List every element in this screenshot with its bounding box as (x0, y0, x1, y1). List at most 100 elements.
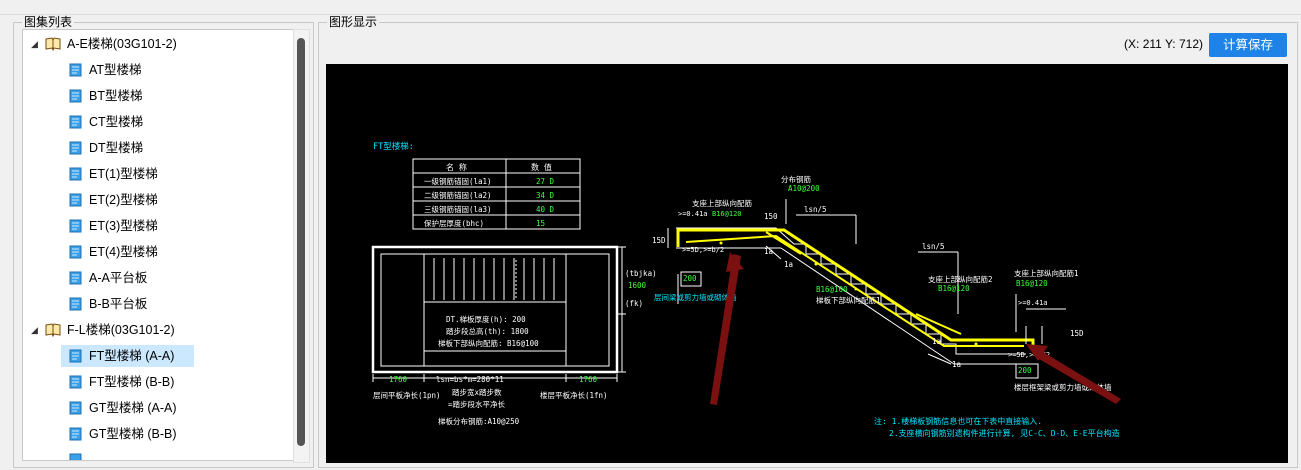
section-top-rebar-1-value: B16@120 (1016, 279, 1048, 288)
tree-item-label: ET(2)型楼梯 (89, 193, 158, 207)
note-1: 注: 1.楼梯板钢筋信息也可在下表中直接输入. (874, 416, 1042, 426)
plan-tread2: =踏步段水平净长 (448, 399, 506, 409)
plan-bottom-rebar: 梯板下部纵向配筋: B16@100 (438, 338, 539, 348)
plan-tbjka: (tbjka) (625, 269, 657, 278)
cursor-coordinates: (X: 211 Y: 712) (1124, 37, 1203, 51)
tree-item-ft-bb[interactable]: FT型楼梯 (B-B) (23, 371, 291, 393)
tree-item-et1[interactable]: ET(1)型楼梯 (23, 163, 291, 185)
document-icon (69, 193, 82, 207)
tree-item-partial[interactable] (23, 449, 291, 460)
atlas-tree[interactable]: ◢ A-E楼梯(03G101-2) AT型楼梯 BT型楼梯 CT型楼梯 DT型楼… (22, 29, 294, 461)
section-top-rebar-1: 支座上部纵向配筋1 (1014, 268, 1079, 278)
table-cell: 15 (536, 219, 545, 228)
table-cell: 一级钢筋锚固(la1) (424, 176, 492, 186)
tree-item-ft-aa-selected[interactable]: FT型楼梯 (A-A) (61, 345, 194, 367)
stair-section-view (667, 199, 1066, 379)
section-200-left: 200 (683, 274, 697, 283)
scrollbar-thumb[interactable] (297, 38, 305, 446)
annotation-arrow-icon (710, 254, 741, 405)
document-icon (69, 349, 82, 363)
tree-item-bt[interactable]: BT型楼梯 (23, 85, 291, 107)
table-header: 名 称 (446, 162, 467, 172)
tree-item-label: BT型楼梯 (89, 89, 143, 103)
note-2: 2.支座横向钢筋别遗构件进行计算, 见C-C、D-D、E-E平台构造 (889, 428, 1120, 438)
book-icon (45, 323, 61, 337)
window-top-strip (0, 0, 1301, 15)
section-top-rebar-2-value: B16@120 (938, 284, 970, 293)
tree-group-label: A-E楼梯(03G101-2) (67, 37, 177, 51)
atlas-list-panel: 图集列表 ◢ A-E楼梯(03G101-2) AT型楼梯 BT型楼梯 CT型楼梯… (13, 15, 314, 468)
plan-dim-mid: lsn=bs*m=280*11 (436, 375, 504, 384)
section-dim-041a-right: >=0.41a (1018, 299, 1048, 307)
plan-fk: (fk) (625, 299, 643, 308)
tree-item-dt[interactable]: DT型楼梯 (23, 137, 291, 159)
section-5d-right: >=5D,>=b/2 (1008, 351, 1050, 359)
book-icon (45, 37, 61, 51)
tree-item-et3[interactable]: ET(3)型楼梯 (23, 215, 291, 237)
tree-group-ae[interactable]: ◢ A-E楼梯(03G101-2) (23, 33, 291, 55)
tree-item-label: ET(4)型楼梯 (89, 245, 158, 259)
document-icon (69, 63, 82, 77)
tree-item-label: CT型楼梯 (89, 115, 144, 129)
section-150: 150 (764, 212, 778, 221)
section-top-rebar: 支座上部纵向配筋 (692, 198, 752, 208)
section-fenbu: 分布钢筋 (781, 174, 811, 184)
tree-item-label: AT型楼梯 (89, 63, 142, 77)
table-cell: 保护层厚度(bhc) (424, 218, 484, 228)
tree-item-et4[interactable]: ET(4)型楼梯 (23, 241, 291, 263)
tree-item-label: FT型楼梯 (A-A) (89, 349, 175, 363)
document-icon (69, 375, 82, 389)
tree-item-label: FT型楼梯 (B-B) (89, 375, 175, 389)
tree-scrollbar[interactable] (293, 29, 310, 463)
document-icon (69, 453, 82, 460)
tree-item-label: A-A平台板 (89, 271, 148, 285)
document-icon (69, 297, 82, 311)
tree-group-label: F-L楼梯(03G101-2) (67, 323, 175, 337)
table-cell: 40 D (536, 205, 555, 214)
collapse-arrow-icon[interactable]: ◢ (31, 39, 38, 49)
document-icon (69, 401, 82, 415)
plan-height: 踏步段总高(th): 1800 (446, 326, 529, 336)
tree-item-et2[interactable]: ET(2)型楼梯 (23, 189, 291, 211)
table-cell: 27 D (536, 177, 555, 186)
section-bottom-rebar: 梯板下部纵向配筋1 (816, 295, 881, 305)
section-la: 1a (784, 260, 793, 269)
tree-item-gt-aa[interactable]: GT型楼梯 (A-A) (23, 397, 291, 419)
tree-item-ct[interactable]: CT型楼梯 (23, 111, 291, 133)
section-15d-right: 15D (1070, 329, 1084, 338)
section-lsn5-a: lsn/5 (804, 205, 827, 214)
document-icon (69, 89, 82, 103)
plan-lfn: 楼层平板净长(1fn) (540, 390, 608, 400)
graphic-display-panel: 图形显示 (X: 211 Y: 712) 计算保存 FT型楼梯: 名 称 数 值… (318, 15, 1298, 468)
table-cell: 34 D (536, 191, 555, 200)
section-lsn5-b: lsn/5 (922, 242, 945, 251)
tree-item-label: DT型楼梯 (89, 141, 144, 155)
document-icon (69, 245, 82, 259)
section-5d-left: >=5D,>=b/2 (682, 246, 724, 254)
document-icon (69, 115, 82, 129)
section-la: 1a (932, 337, 941, 346)
plan-distribution: 梯板分布钢筋:A10@250 (438, 416, 520, 426)
tree-item-aa-slab[interactable]: A-A平台板 (23, 267, 291, 289)
section-top-rebar-2: 支座上部纵向配筋2 (928, 274, 993, 284)
tree-item-at[interactable]: AT型楼梯 (23, 59, 291, 81)
table-cell: 三级钢筋锚固(la3) (424, 204, 492, 214)
drawing-canvas[interactable]: FT型楼梯: 名 称 数 值 一级钢筋锚固(la1) 27 D 二级钢筋锚固(l… (326, 64, 1288, 463)
calculate-save-button[interactable]: 计算保存 (1209, 33, 1287, 57)
atlas-list-title: 图集列表 (22, 15, 75, 29)
collapse-arrow-icon[interactable]: ◢ (31, 325, 38, 335)
tree-item-label: GT型楼梯 (A-A) (89, 401, 177, 415)
annotation-arrow-icon (1034, 349, 1121, 404)
annotation-arrowhead-icon (726, 252, 744, 272)
tree-group-fl[interactable]: ◢ F-L楼梯(03G101-2) (23, 319, 291, 341)
tree-item-gt-bb[interactable]: GT型楼梯 (B-B) (23, 423, 291, 445)
tree-item-bb-slab[interactable]: B-B平台板 (23, 293, 291, 315)
document-icon (69, 141, 82, 155)
table-header: 数 值 (531, 162, 552, 172)
document-icon (69, 219, 82, 233)
tree-item-label: ET(3)型楼梯 (89, 219, 158, 233)
section-la: 1a (764, 247, 773, 256)
tree-item-label: B-B平台板 (89, 297, 148, 311)
section-fenbu-value: A10@200 (788, 184, 820, 193)
document-icon (69, 167, 82, 181)
